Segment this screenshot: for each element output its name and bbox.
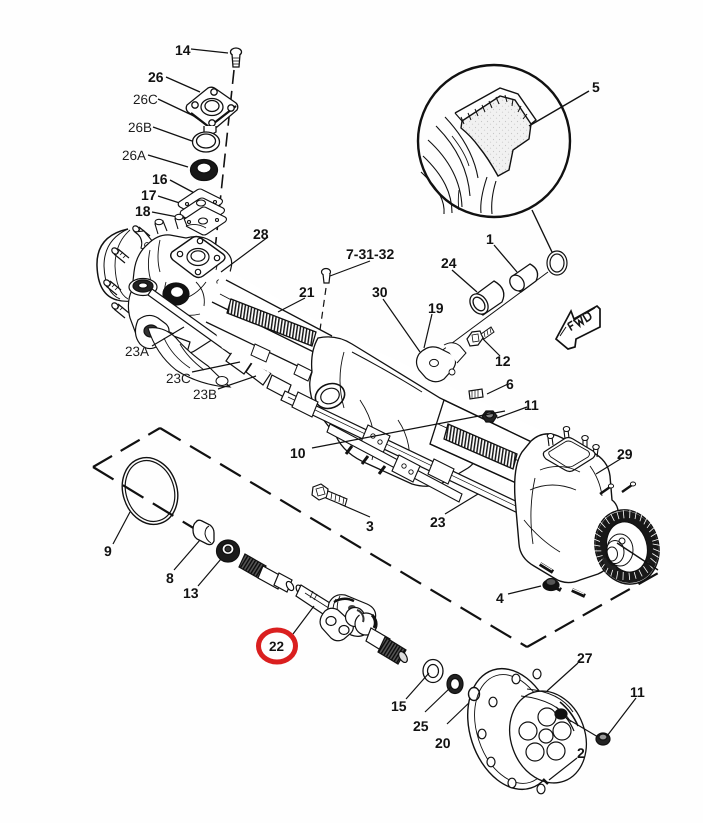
- svg-text:17: 17: [141, 187, 157, 203]
- svg-text:11: 11: [524, 397, 539, 413]
- svg-text:6: 6: [506, 376, 514, 392]
- svg-text:10: 10: [290, 445, 306, 461]
- svg-text:12: 12: [495, 353, 511, 369]
- svg-text:24: 24: [441, 255, 457, 271]
- svg-text:23: 23: [430, 514, 446, 530]
- svg-text:25: 25: [413, 718, 429, 734]
- svg-text:26C: 26C: [133, 92, 158, 107]
- svg-text:16: 16: [152, 171, 168, 187]
- svg-text:4: 4: [496, 590, 504, 606]
- svg-text:1: 1: [486, 231, 494, 247]
- svg-text:20: 20: [435, 735, 451, 751]
- svg-text:15: 15: [391, 698, 407, 714]
- svg-text:23B: 23B: [193, 387, 217, 402]
- svg-text:27: 27: [577, 650, 593, 666]
- svg-text:26A: 26A: [122, 148, 146, 163]
- svg-text:11: 11: [630, 684, 645, 700]
- svg-text:23C: 23C: [166, 371, 191, 386]
- svg-text:18: 18: [135, 203, 151, 219]
- svg-text:26B: 26B: [128, 120, 152, 135]
- svg-text:23A: 23A: [125, 344, 149, 359]
- svg-text:28: 28: [253, 226, 269, 242]
- svg-text:19: 19: [428, 300, 444, 316]
- svg-text:2: 2: [577, 745, 585, 761]
- svg-text:14: 14: [175, 42, 191, 58]
- svg-text:26: 26: [148, 69, 164, 85]
- svg-text:9: 9: [104, 543, 112, 559]
- svg-text:13: 13: [183, 585, 199, 601]
- svg-text:22: 22: [269, 639, 284, 654]
- svg-text:8: 8: [166, 570, 174, 586]
- svg-text:21: 21: [299, 284, 315, 300]
- svg-text:5: 5: [592, 79, 600, 95]
- svg-text:29: 29: [617, 446, 633, 462]
- svg-text:7-31-32: 7-31-32: [346, 246, 394, 262]
- svg-text:30: 30: [372, 284, 388, 300]
- svg-text:3: 3: [366, 518, 374, 534]
